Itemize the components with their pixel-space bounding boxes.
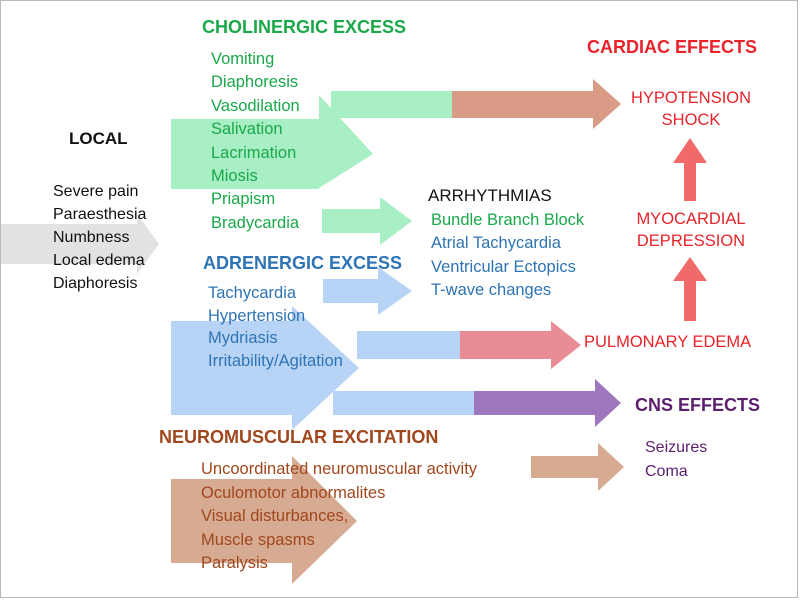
- cholinergic-item: Miosis: [211, 166, 258, 185]
- cardiac-title: CARDIAC EFFECTS: [587, 37, 757, 57]
- depression-line: DEPRESSION: [636, 232, 746, 250]
- cholinergic-title: CHOLINERGIC EXCESS: [202, 17, 407, 37]
- arrhythmia-item: Bundle Branch Block: [431, 211, 585, 229]
- hypotension-line: HYPOTENSION: [630, 89, 752, 107]
- local-item: Severe pain: [53, 183, 139, 200]
- cholinergic-item: Bradycardia: [211, 213, 300, 232]
- neuromuscular-title: NEUROMUSCULAR EXCITATION: [159, 427, 439, 447]
- cholinergic-to-cardiac-arrow-head: [452, 79, 621, 129]
- arrhythmias-title: ARRHYTHMIAS: [428, 186, 552, 205]
- local-item: Diaphoresis: [53, 275, 138, 292]
- cns-item: Coma: [645, 462, 688, 480]
- adrenergic-item: Irritability/Agitation: [208, 351, 343, 370]
- local-item: Paraesthesia: [53, 206, 147, 223]
- adrenergic-item: Tachycardia: [208, 284, 297, 302]
- adrenergic-list: Tachycardia Hypertension Mydriasis Irrit…: [208, 284, 343, 374]
- neuromuscular-item: Oculomotor abnormalites: [201, 483, 386, 502]
- cholinergic-to-cardiac-arrow-green: [331, 91, 452, 118]
- cholinergic-item: Vasodilation: [211, 96, 300, 115]
- cholinergic-item: Vomiting: [211, 50, 275, 68]
- cns-item: Seizures: [645, 439, 708, 456]
- adrenergic-title: ADRENERGIC EXCESS: [203, 253, 403, 273]
- adrenergic-item: Hypertension: [208, 306, 306, 325]
- adrenergic-to-arrhythmias-arrow: [323, 267, 412, 315]
- adrenergic-item: Mydriasis: [208, 329, 278, 347]
- neuromuscular-item: Uncoordinated neuromuscular activity: [201, 460, 478, 478]
- pulmonary-edema-label: PULMONARY EDEMA: [584, 333, 752, 351]
- adrenergic-to-pulmonary-arrow-head: [460, 321, 581, 369]
- myocardial-line: MYOCARDIAL: [636, 210, 746, 228]
- cholinergic-list: Vomiting Diaphoresis Vasodilation Saliva…: [211, 50, 300, 237]
- cns-list: Seizures Coma: [645, 439, 707, 486]
- cholinergic-to-arrhythmias-arrow: [322, 197, 412, 245]
- local-title: LOCAL: [69, 129, 128, 148]
- adrenergic-to-pulmonary-arrow-blue: [357, 331, 460, 359]
- arrhythmia-item: Ventricular Ectopics: [431, 257, 576, 276]
- arrhythmia-item: T-wave changes: [431, 280, 552, 299]
- local-item: Local edema: [53, 252, 145, 269]
- shock-line: SHOCK: [661, 111, 721, 129]
- myocardial-to-hypotension-arrow: [673, 138, 707, 201]
- cholinergic-item: Salivation: [211, 120, 283, 139]
- neuromuscular-item: Muscle spasms: [201, 530, 315, 549]
- adrenergic-to-cns-arrow-blue: [333, 391, 474, 415]
- arrhythmias-list: Bundle Branch Block Atrial Tachycardia V…: [431, 211, 584, 304]
- hypotension-shock-label: HYPOTENSION SHOCK: [591, 89, 791, 133]
- adrenergic-to-cns-arrow-head: [474, 379, 621, 427]
- neuromuscular-item: Paralysis: [201, 554, 268, 573]
- cholinergic-item: Diaphoresis: [211, 73, 299, 92]
- adrenergic-big-arrow: [171, 306, 359, 430]
- cns-title: CNS EFFECTS: [635, 395, 761, 415]
- pulmonary-to-myocardial-arrow: [673, 257, 707, 321]
- neuromuscular-item: Visual disturbances,: [201, 507, 349, 526]
- myocardial-depression-label: MYOCARDIAL DEPRESSION: [591, 210, 791, 254]
- cholinergic-item: Lacrimation: [211, 143, 297, 162]
- neuromuscular-to-cns-arrow: [531, 443, 624, 491]
- neuromuscular-list: Uncoordinated neuromuscular activity Ocu…: [201, 460, 477, 578]
- local-item: Numbness: [53, 229, 130, 246]
- cholinergic-big-arrow: [171, 95, 373, 189]
- local-list: Severe pain Paraesthesia Numbness Local …: [53, 183, 146, 298]
- neuromuscular-big-arrow: [171, 456, 357, 584]
- local-input-arrow: [1, 214, 159, 274]
- cholinergic-item: Priapism: [211, 190, 276, 209]
- arrhythmia-item: Atrial Tachycardia: [431, 234, 561, 253]
